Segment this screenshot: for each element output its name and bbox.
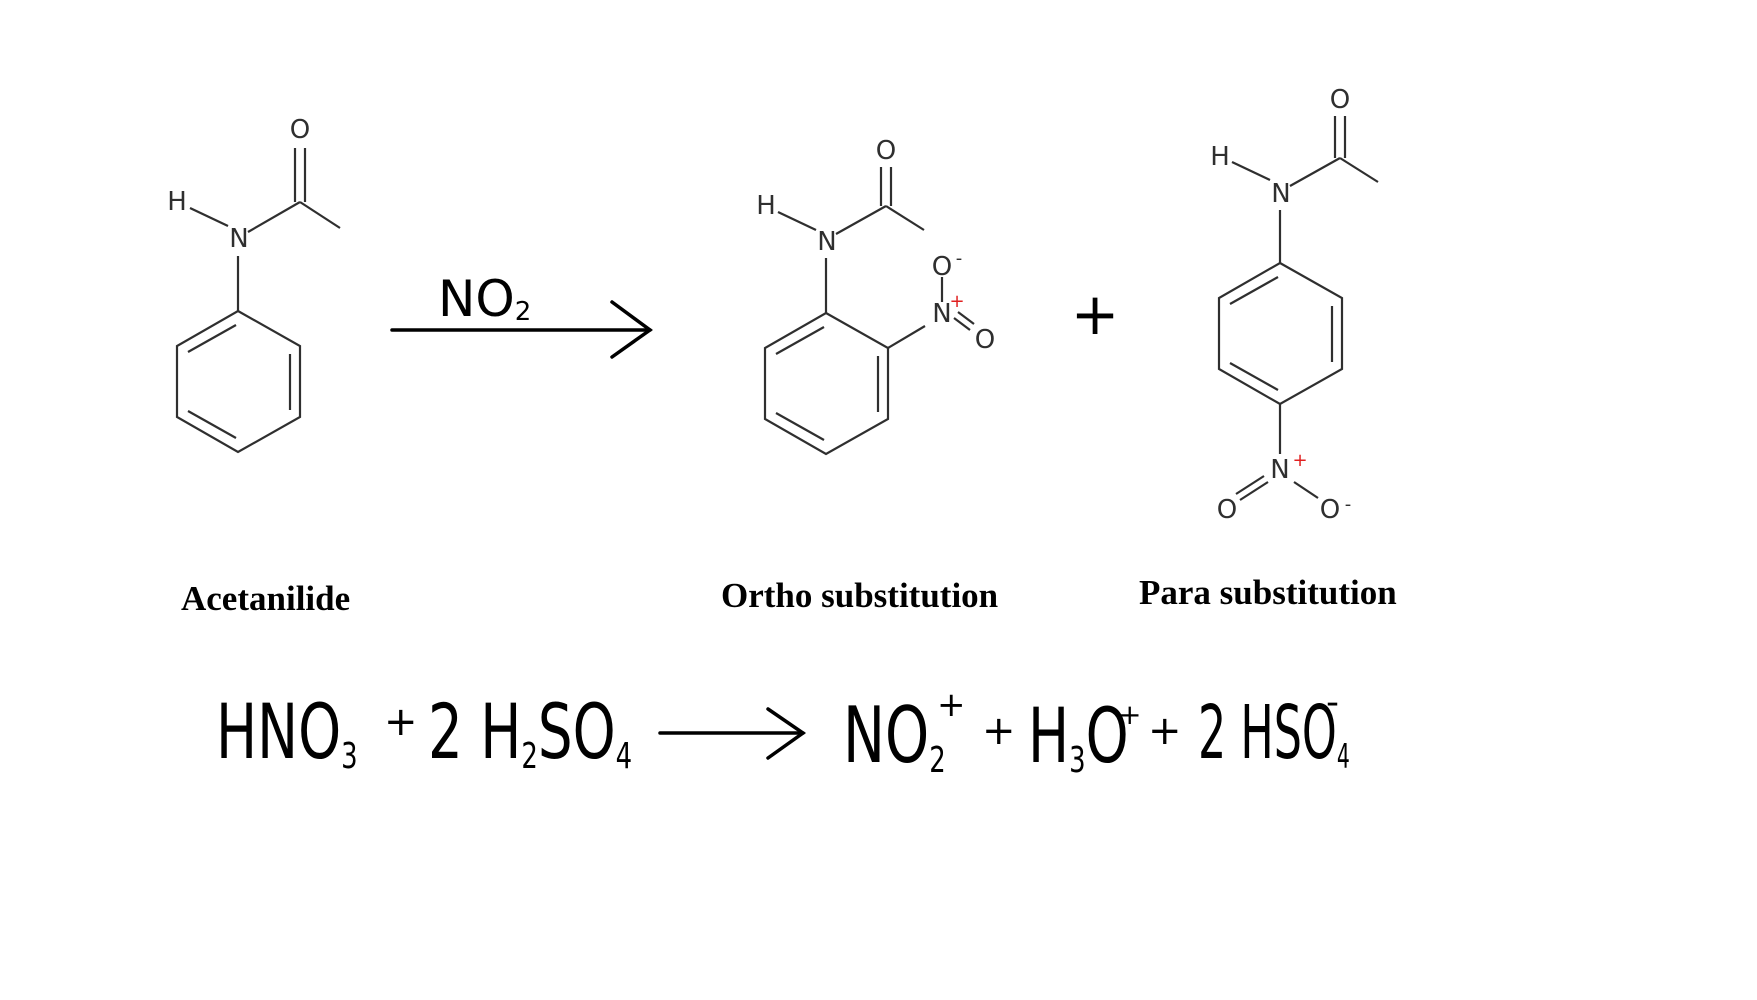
para-o-atom: O (1330, 85, 1350, 115)
nitronium-equation-products: NO2 + + H3O + + 2 HSO4 - (843, 682, 1350, 782)
equation-hno3: HNO3 (216, 688, 358, 777)
equation-plus-3: + (1148, 708, 1182, 754)
para-n-o-double-bond-b (1235, 475, 1265, 495)
equation-bisulfate: 2 HSO4 (1198, 690, 1350, 776)
ortho-nitro-plus-charge: + (949, 291, 964, 312)
acetanilide-n-atom: N (229, 224, 248, 254)
para-nitro-plus-charge: + (1292, 450, 1307, 471)
acetanilide-inner-bond-3 (187, 410, 237, 439)
para-n-o-double-bond-a (1239, 481, 1269, 501)
para-structure (1217, 116, 1379, 501)
para-inner-bond-3 (1229, 362, 1279, 391)
para-n-atom: N (1271, 179, 1290, 209)
ortho-nitro-n-atom: N (932, 299, 951, 329)
acetanilide-benzene-ring (175, 309, 302, 454)
para-h-atom: H (1210, 142, 1230, 172)
para-n-h-bond (1231, 161, 1271, 181)
product-plus-sign: + (1071, 280, 1120, 348)
ortho-nitro-minus-charge: - (956, 248, 963, 269)
acetanilide-n-c-bond (247, 201, 301, 233)
equation-hydronium: H3O (1028, 692, 1129, 781)
para-nitro-o-atom: O (1217, 495, 1237, 525)
ortho-n-o-double-bond-a (953, 317, 971, 331)
ortho-n-c-bond (835, 205, 887, 235)
nitronium-equation: HNO3 + 2 H2SO4 (216, 688, 632, 777)
acetanilide-inner-bond-1 (187, 324, 237, 353)
equation-h2so4: 2 H2SO4 (428, 688, 632, 777)
acetanilide-n-h-bond (189, 207, 229, 227)
para-benzene-ring (1217, 261, 1344, 406)
reaction-arrow (390, 300, 653, 359)
ortho-n-h-bond (777, 211, 817, 231)
ortho-c-no2-bond (887, 325, 926, 349)
para-nitro-o-minus-atom: O (1320, 495, 1340, 525)
ortho-nitro-o-minus-atom: O (932, 252, 952, 282)
equation-arrow (658, 707, 807, 760)
acetanilide-o-atom: O (290, 115, 310, 145)
ortho-inner-bond-3 (775, 412, 825, 441)
label-acetanilide: Acetanilide (181, 579, 351, 618)
para-n-c-bond (1289, 157, 1341, 187)
equation-bisulfate-charge: - (1326, 682, 1339, 723)
ortho-n-o-double-bond-b (957, 311, 975, 325)
acetanilide-h-atom: H (167, 187, 187, 217)
ortho-h-atom: H (756, 191, 776, 221)
ortho-n-atom: N (817, 227, 836, 257)
para-n-o-single-bond (1293, 481, 1319, 499)
para-nitro-minus-charge: - (1345, 494, 1352, 515)
ortho-inner-bond-1 (775, 326, 825, 355)
para-methyl-bond (1339, 157, 1379, 183)
equation-nitronium-charge: + (937, 685, 966, 725)
label-para-substitution: Para substitution (1139, 573, 1397, 612)
ortho-benzene-ring (763, 311, 890, 456)
equation-plus-1: + (384, 699, 418, 745)
para-inner-bond-1 (1229, 276, 1279, 305)
ortho-o-atom: O (876, 136, 896, 166)
acetanilide-structure (175, 148, 341, 454)
para-nitro-n-atom: N (1270, 455, 1289, 485)
equation-plus-2: + (982, 708, 1016, 754)
arrow-reagent: NO2 (438, 270, 531, 328)
ortho-methyl-bond (885, 205, 925, 231)
ortho-structure (763, 167, 975, 456)
label-ortho-substitution: Ortho substitution (721, 576, 999, 615)
ortho-nitro-o-atom: O (975, 325, 995, 355)
equation-hydronium-charge: + (1118, 698, 1141, 731)
equation-nitronium: NO2 (843, 691, 946, 782)
acetanilide-methyl-bond (299, 201, 341, 229)
